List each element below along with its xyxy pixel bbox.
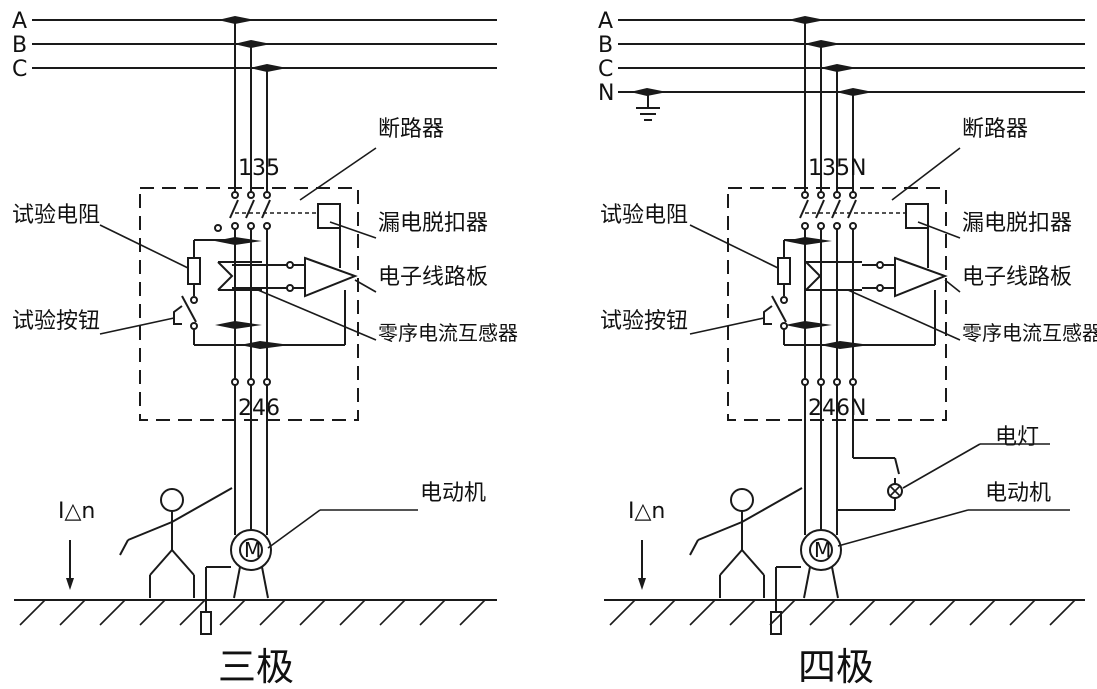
phase-label-a: A [12, 9, 27, 34]
phase-bus: A B C N [598, 9, 1085, 106]
breaker-label: 断路器 [962, 117, 1028, 142]
test-button-actuator [173, 305, 183, 325]
phase-label-a: A [598, 9, 613, 34]
motor-symbol: M [244, 538, 261, 562]
circuit-board-label: 电子线路板 [962, 265, 1072, 290]
test-resistor-label: 试验电阻 [600, 203, 688, 228]
motor-symbol: M [814, 538, 831, 562]
phase-bus: A B C [12, 9, 497, 82]
test-resistor-leader [99, 224, 189, 269]
diagram-title: 四极 [798, 645, 874, 689]
leak-current-label: I△n [628, 499, 665, 524]
test-button-contact [181, 295, 197, 323]
circuit-board-amplifier [304, 256, 358, 298]
test-button-label: 试验按钮 [12, 309, 100, 334]
leak-release-coil [317, 203, 341, 229]
motor-inner [239, 538, 263, 562]
lamp-leader [902, 443, 981, 489]
phase-label-b: B [12, 33, 27, 58]
phase-label-c: C [598, 57, 613, 82]
diagram-four-pole: A B C N 135N 断路器 [598, 9, 1097, 689]
leak-release-coil [905, 203, 929, 229]
diagram-three-pole: A B C 135 断路器 [12, 9, 518, 689]
bottom-terminal-numbers: 246 [238, 396, 280, 421]
zct-symbol [217, 261, 234, 291]
ground-hatch [609, 599, 1076, 626]
zct-label: 零序电流互感器 [962, 321, 1097, 345]
earth-resistor [200, 611, 212, 635]
breaker-enclosure [139, 187, 359, 421]
circuit-board-amplifier [894, 256, 948, 298]
zct-label: 零序电流互感器 [378, 321, 518, 345]
zct-leader [257, 289, 377, 341]
circuit-board-leader [354, 279, 377, 293]
leak-release-label: 漏电脱扣器 [378, 211, 488, 236]
test-resistor [187, 257, 201, 285]
leak-release-leader [329, 221, 377, 239]
phase-label-c: C [12, 57, 27, 82]
motor-label: 电动机 [420, 481, 486, 506]
neutral-earth-symbol [636, 92, 660, 121]
junction-c [250, 64, 287, 72]
motor-label: 电动机 [985, 481, 1051, 506]
ground-hatch [19, 599, 486, 626]
phase-label-n: N [598, 81, 614, 106]
leak-release-label: 漏电脱扣器 [962, 211, 1072, 236]
person-figure [689, 487, 803, 598]
leak-current-label: I△n [58, 499, 95, 524]
lamp-label: 电灯 [995, 425, 1039, 450]
top-terminal-numbers: 135 [238, 156, 280, 181]
circuit-board-label: 电子线路板 [378, 265, 488, 290]
motor-leader [267, 509, 321, 549]
test-button-leader [99, 317, 175, 335]
diagram-title: 三极 [218, 645, 294, 689]
test-resistor-label: 试验电阻 [12, 203, 100, 228]
junction-a [218, 16, 255, 24]
main-contacts [799, 191, 908, 230]
motor-leader [837, 509, 969, 547]
motor-inner [809, 538, 833, 562]
person-figure [119, 487, 233, 598]
breaker-label: 断路器 [378, 117, 444, 142]
junction-b [234, 40, 271, 48]
breaker-leader [299, 147, 377, 201]
phase-label-b: B [598, 33, 613, 58]
main-contacts [214, 191, 320, 232]
test-button-label: 试验按钮 [600, 309, 688, 334]
lamp-switch [894, 457, 900, 475]
test-resistor [777, 257, 791, 285]
top-terminal-numbers: 135N [808, 156, 866, 181]
